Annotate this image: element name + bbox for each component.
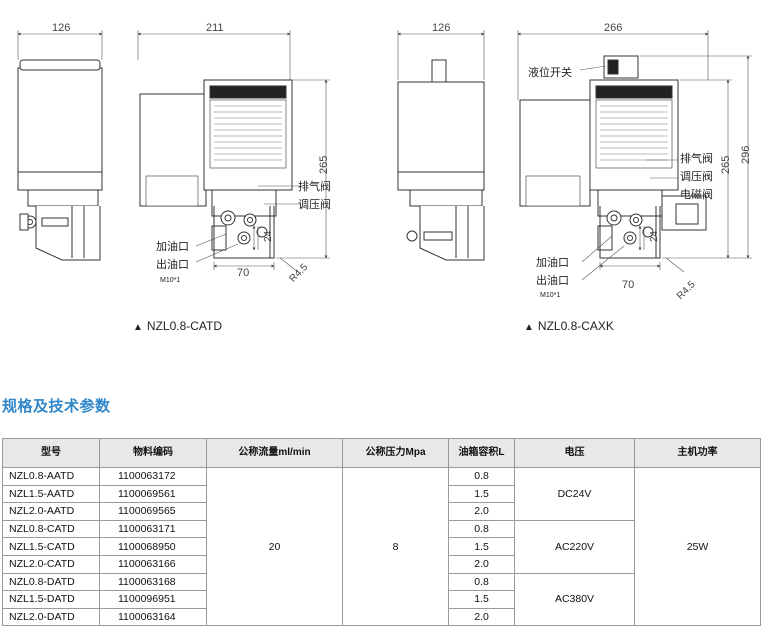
cell-model: NZL0.8-AATD [2, 467, 100, 486]
cell-voltage-ac220: AC220V [514, 519, 635, 574]
cell-volume: 1.5 [448, 590, 515, 609]
cell-model: NZL2.0-CATD [2, 554, 100, 574]
section-title: 规格及技术参数 [2, 397, 111, 415]
table-row: NZL2.0-DATD 1100063164 2.0 [2, 607, 761, 627]
left-dim-side-width: 126 [52, 22, 70, 34]
cell-model: NZL0.8-DATD [2, 572, 100, 592]
left-dim-70: 70 [237, 267, 249, 279]
cell-power: 25W [634, 466, 761, 627]
cell-code: 1100068950 [99, 537, 207, 556]
cell-volume: 0.8 [448, 467, 515, 486]
cell-model: NZL2.0-DATD [2, 607, 100, 627]
cell-code: 1100063164 [99, 607, 207, 627]
cell-model: NZL1.5-DATD [2, 590, 100, 609]
left-dim-radius: R4.5 [288, 262, 311, 285]
left-drawing-caption: ▲NZL0.8-CATD [133, 319, 222, 333]
cell-volume: 1.5 [448, 537, 515, 556]
caption-triangle-icon: ▲ [133, 322, 143, 333]
left-label-exhaust-valve: 排气阀 [298, 179, 331, 193]
cell-model: NZL1.5-AATD [2, 484, 100, 504]
cell-model: NZL1.5-CATD [2, 537, 100, 556]
left-side-view [17, 30, 103, 261]
cell-volume: 2.0 [448, 554, 515, 574]
right-label-fill-port: 加油口 [536, 255, 569, 269]
cell-pressure: 8 [342, 466, 449, 627]
table-row: NZL0.8-AATD 1100063172 20 8 0.8 DC24V 25… [2, 466, 761, 627]
cell-code: 1100096951 [99, 590, 207, 609]
cell-voltage-ac380: AC380V [514, 572, 635, 627]
header-voltage: 电压 [514, 438, 635, 468]
left-front-view [137, 30, 293, 259]
right-dim-height-outer: 296 [740, 146, 752, 164]
cell-code: 1100069561 [99, 484, 207, 504]
table-row: NZL2.0-CATD 1100063166 2.0 [2, 554, 761, 574]
technical-drawings: 126 211 265 24 70 R4.5 排气阀 调压阀 加油口 出油口 M… [17, 22, 752, 302]
cell-code: 1100063168 [99, 572, 207, 592]
table-row: NZL1.5-AATD 1100069561 1.5 [2, 484, 761, 504]
cell-code: 1100063171 [99, 519, 207, 539]
spec-table: 型号 物料编码 公称流量ml/min 公称压力Mpa 油箱容积L 电压 主机功率… [2, 438, 761, 627]
left-dim-height: 265 [318, 156, 330, 174]
right-dim-70: 70 [622, 279, 634, 291]
left-label-pressure-valve: 调压阀 [298, 197, 331, 211]
right-label-thread: M10*1 [540, 292, 560, 299]
caption-triangle-icon: ▲ [524, 322, 534, 333]
cell-volume: 1.5 [448, 484, 515, 504]
table-header-row: 型号 物料编码 公称流量ml/min 公称压力Mpa 油箱容积L 电压 主机功率 [2, 438, 761, 468]
right-label-exhaust-valve: 排气阀 [680, 151, 713, 165]
left-dim-front-width: 211 [206, 22, 224, 34]
right-label-pressure-valve: 调压阀 [680, 169, 713, 183]
cell-flow: 20 [206, 466, 343, 627]
table-row: NZL1.5-DATD 1100096951 1.5 [2, 590, 761, 609]
right-drawing-caption: ▲NZL0.8-CAXK [524, 319, 614, 333]
right-side-view [397, 30, 485, 261]
cell-code: 1100069565 [99, 502, 207, 521]
cell-volume: 0.8 [448, 519, 515, 539]
cell-volume: 2.0 [448, 502, 515, 521]
right-label-solenoid-valve: 电磁阀 [680, 187, 713, 201]
right-dim-side-width: 126 [432, 22, 450, 34]
cell-model: NZL0.8-CATD [2, 519, 100, 539]
right-label-outlet-port: 出油口 [536, 273, 569, 287]
right-caption-text: NZL0.8-CAXK [537, 319, 614, 333]
table-row: NZL0.8-DATD 1100063168 0.8 AC380V [2, 572, 761, 627]
left-label-thread: M10*1 [160, 277, 180, 284]
cell-model: NZL2.0-AATD [2, 502, 100, 521]
cell-code: 1100063166 [99, 554, 207, 574]
left-dim-24: 24 [263, 230, 274, 242]
cell-volume: 2.0 [448, 607, 515, 627]
left-label-outlet-port: 出油口 [156, 257, 189, 271]
cell-voltage-dc24: DC24V [514, 467, 635, 521]
header-pressure: 公称压力Mpa [342, 438, 449, 468]
right-dim-24: 24 [649, 230, 660, 242]
header-power: 主机功率 [634, 438, 761, 468]
left-caption-text: NZL0.8-CATD [146, 319, 223, 333]
right-front-view [517, 30, 709, 259]
header-model: 型号 [2, 438, 100, 468]
table-row: NZL2.0-AATD 1100069565 2.0 [2, 502, 761, 521]
cell-volume: 0.8 [448, 572, 515, 592]
right-dim-radius: R4.5 [675, 279, 698, 302]
header-material-code: 物料编码 [99, 438, 207, 468]
right-label-level-switch: 液位开关 [528, 65, 572, 79]
header-tank-volume: 油箱容积L [448, 438, 515, 468]
right-dim-front-width: 266 [604, 22, 622, 34]
right-dim-height-inner: 265 [720, 156, 732, 174]
left-label-fill-port: 加油口 [156, 239, 189, 253]
cell-code: 1100063172 [99, 467, 207, 486]
header-flow: 公称流量ml/min [206, 438, 343, 468]
